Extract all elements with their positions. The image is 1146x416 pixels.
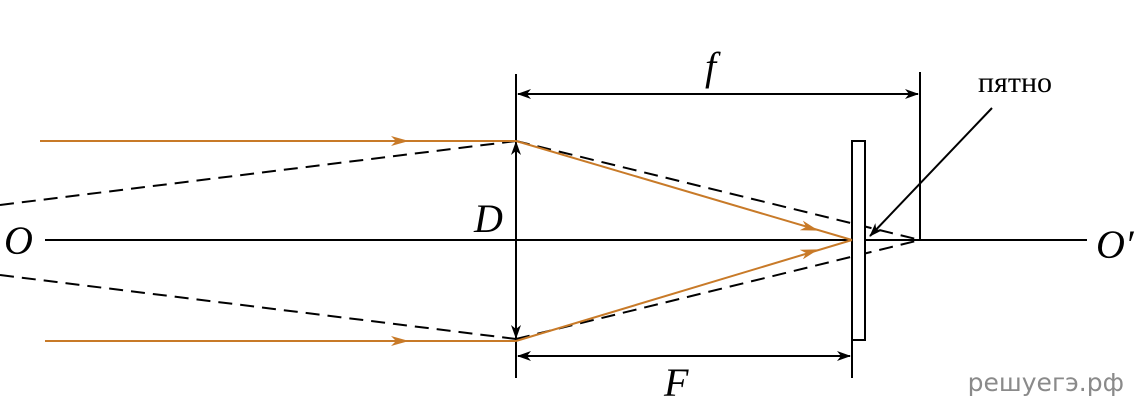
dashed-ray-top-left <box>0 140 517 206</box>
dashed-ray-bottom-left <box>0 274 517 340</box>
label-focal-length: F <box>663 360 689 405</box>
watermark: решуегэ.рф <box>967 368 1124 397</box>
spot-pointer-arrow <box>869 107 993 237</box>
label-axis-left: O <box>4 218 33 263</box>
dashed-ray-bottom-right <box>515 239 921 340</box>
label-screen-distance: f <box>705 44 721 89</box>
dashed-ray-top-right <box>515 140 921 241</box>
label-spot: пятно <box>978 66 1052 99</box>
label-axis-right: O′ <box>1096 222 1135 267</box>
label-diameter: D <box>473 196 503 241</box>
refracted-ray-top <box>515 140 853 241</box>
refracted-ray-bottom <box>515 239 853 342</box>
screen <box>851 140 866 341</box>
